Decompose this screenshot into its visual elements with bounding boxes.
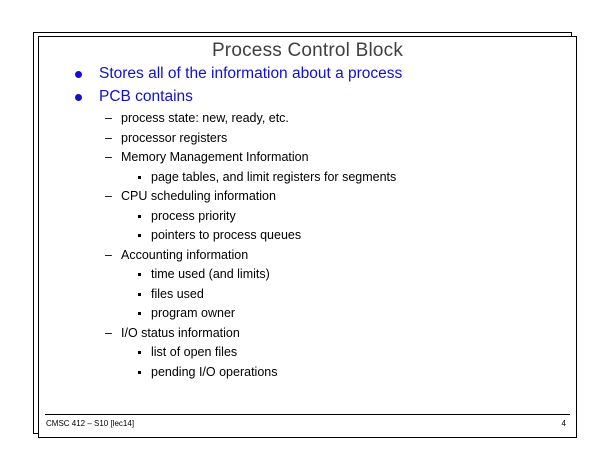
slide-title: Process Control Block xyxy=(211,40,404,61)
bullet-text: process priority xyxy=(151,208,236,223)
bullet-list: Stores all of the information about a pr… xyxy=(39,63,576,382)
bullet-item: Stores all of the information about a pr… xyxy=(39,63,576,85)
bullet-item: time used (and limits) xyxy=(39,265,576,285)
bullet-text: Stores all of the information about a pr… xyxy=(99,65,403,82)
dash-bullet-icon: – xyxy=(105,325,112,340)
bullet-item: – processor registers xyxy=(39,129,576,149)
slide-page-number: 4 xyxy=(561,419,566,428)
bullet-item: program owner xyxy=(39,304,576,324)
bullet-text: Accounting information xyxy=(121,247,249,262)
bullet-text: PCB contains xyxy=(99,88,193,105)
bullet-text: page tables, and limit registers for seg… xyxy=(151,169,397,184)
bullet-text: pending I/O operations xyxy=(151,364,278,379)
bullet-item: – process state: new, ready, etc. xyxy=(39,109,576,129)
bullet-item: list of open files xyxy=(39,343,576,363)
bullet-item: page tables, and limit registers for seg… xyxy=(39,168,576,188)
bullet-text: I/O status information xyxy=(121,325,240,340)
dot-bullet-icon xyxy=(138,214,141,218)
bullet-text: files used xyxy=(151,286,204,301)
bullet-text: program owner xyxy=(151,306,236,320)
footer-divider xyxy=(45,414,570,415)
bullet-text: Memory Management Information xyxy=(121,150,309,164)
dash-bullet-icon: – xyxy=(105,189,112,203)
slide-body: Process Control Block Stores all of the … xyxy=(39,37,576,437)
bullet-text: time used (and limits) xyxy=(151,267,270,281)
bullet-text: process state: new, ready, etc. xyxy=(121,111,289,125)
dot-bullet-icon xyxy=(138,273,141,276)
dot-bullet-icon xyxy=(138,370,141,374)
bullet-item: pending I/O operations xyxy=(39,363,576,383)
bullet-text: pointers to process queues xyxy=(151,228,302,242)
bullet-item: PCB contains xyxy=(39,86,576,108)
disc-bullet-icon xyxy=(75,94,82,101)
bullet-item: files used xyxy=(39,285,576,305)
dash-bullet-icon: – xyxy=(105,130,112,145)
dot-bullet-icon xyxy=(138,312,141,315)
bullet-text: processor registers xyxy=(121,130,228,145)
dash-bullet-icon: – xyxy=(105,150,112,164)
bullet-text: CPU scheduling information xyxy=(121,189,276,203)
bullet-item: process priority xyxy=(39,207,576,227)
dash-bullet-icon: – xyxy=(105,111,112,125)
dot-bullet-icon xyxy=(138,351,141,354)
footer-course-label: CMSC 412 – S10 [lec14] xyxy=(46,419,135,428)
bullet-item: pointers to process queues xyxy=(39,226,576,246)
bullet-item: – Memory Management Information xyxy=(39,148,576,168)
dot-bullet-icon xyxy=(138,175,141,179)
slide-frame: Process Control Block Stores all of the … xyxy=(38,36,577,438)
disc-bullet-icon xyxy=(75,71,82,78)
dash-bullet-icon: – xyxy=(105,247,112,262)
dot-bullet-icon xyxy=(138,292,141,296)
dot-bullet-icon xyxy=(138,234,141,237)
bullet-item: – Accounting information xyxy=(39,246,576,266)
bullet-item: – CPU scheduling information xyxy=(39,187,576,207)
bullet-item: – I/O status information xyxy=(39,324,576,344)
bullet-text: list of open files xyxy=(151,345,238,359)
